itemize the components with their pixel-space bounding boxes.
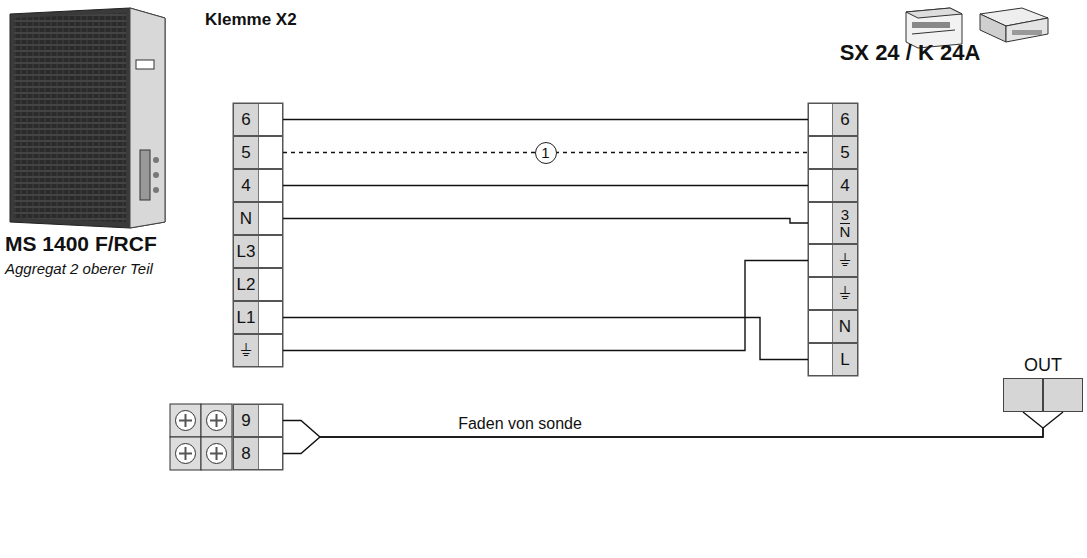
terminal: 4 [233,169,283,202]
indoor-unit-name: SX 24 / K 24A [805,40,1015,66]
screw-terminal [170,404,232,470]
terminal: 8 [233,437,283,470]
callout-number: 1 [535,142,557,164]
terminal-strip-name: Klemme X2 [205,10,297,30]
terminal-label: 9 [234,412,258,430]
terminal: 5 [808,136,858,169]
terminal: ⏚ [233,334,283,367]
wire [283,412,1063,454]
wire [283,119,808,120]
terminal: 6 [233,103,283,136]
connector-body [1003,378,1083,412]
wire [283,412,1043,437]
terminal: L [808,343,858,376]
terminal-label: N [833,318,857,336]
wire [283,318,808,360]
terminal-label: 5 [234,144,258,162]
terminal: N [808,310,858,343]
terminal: 6 [808,103,858,136]
terminal-label: 4 [833,177,857,195]
outdoor-unit [10,8,165,228]
terminal-label: ⏚ [833,252,857,270]
terminal: L1 [233,301,283,334]
terminal-block [233,404,283,470]
terminal-label: ⏚ [234,342,258,360]
terminal-label: N [234,210,258,228]
output-connector: OUT [1003,356,1083,412]
terminal-block [808,103,858,376]
terminal-label: 6 [234,111,258,129]
terminal-block [233,103,283,367]
terminal-label: 3 N [839,206,851,240]
terminal: ⏚ [808,244,858,277]
terminal: 9 [233,404,283,437]
terminal-label: 4 [234,177,258,195]
terminal-label: L2 [234,276,258,294]
wire [283,185,808,186]
terminal: L2 [233,268,283,301]
terminal: 5 [233,136,283,169]
terminal: N [233,202,283,235]
wire-label: Faden von sonde [458,415,582,433]
wire [283,261,808,351]
unit-note: Aggregat 2 oberer Teil [5,260,153,277]
connector-label: OUT [1003,356,1083,374]
terminal-label: L3 [234,243,258,261]
terminal-label: L [833,351,857,369]
terminal: 3 N [808,202,858,244]
terminal: ⏚ [808,277,858,310]
terminal-label: ⏚ [833,285,857,303]
terminal-label: L1 [234,309,258,327]
terminal: 4 [808,169,858,202]
wire [283,219,808,224]
terminal-label: 5 [833,144,857,162]
outdoor-unit-name: MS 1400 F/RCF [5,232,157,256]
terminal: L3 [233,235,283,268]
terminal-label: 8 [234,445,258,463]
terminal-label: 6 [833,111,857,129]
